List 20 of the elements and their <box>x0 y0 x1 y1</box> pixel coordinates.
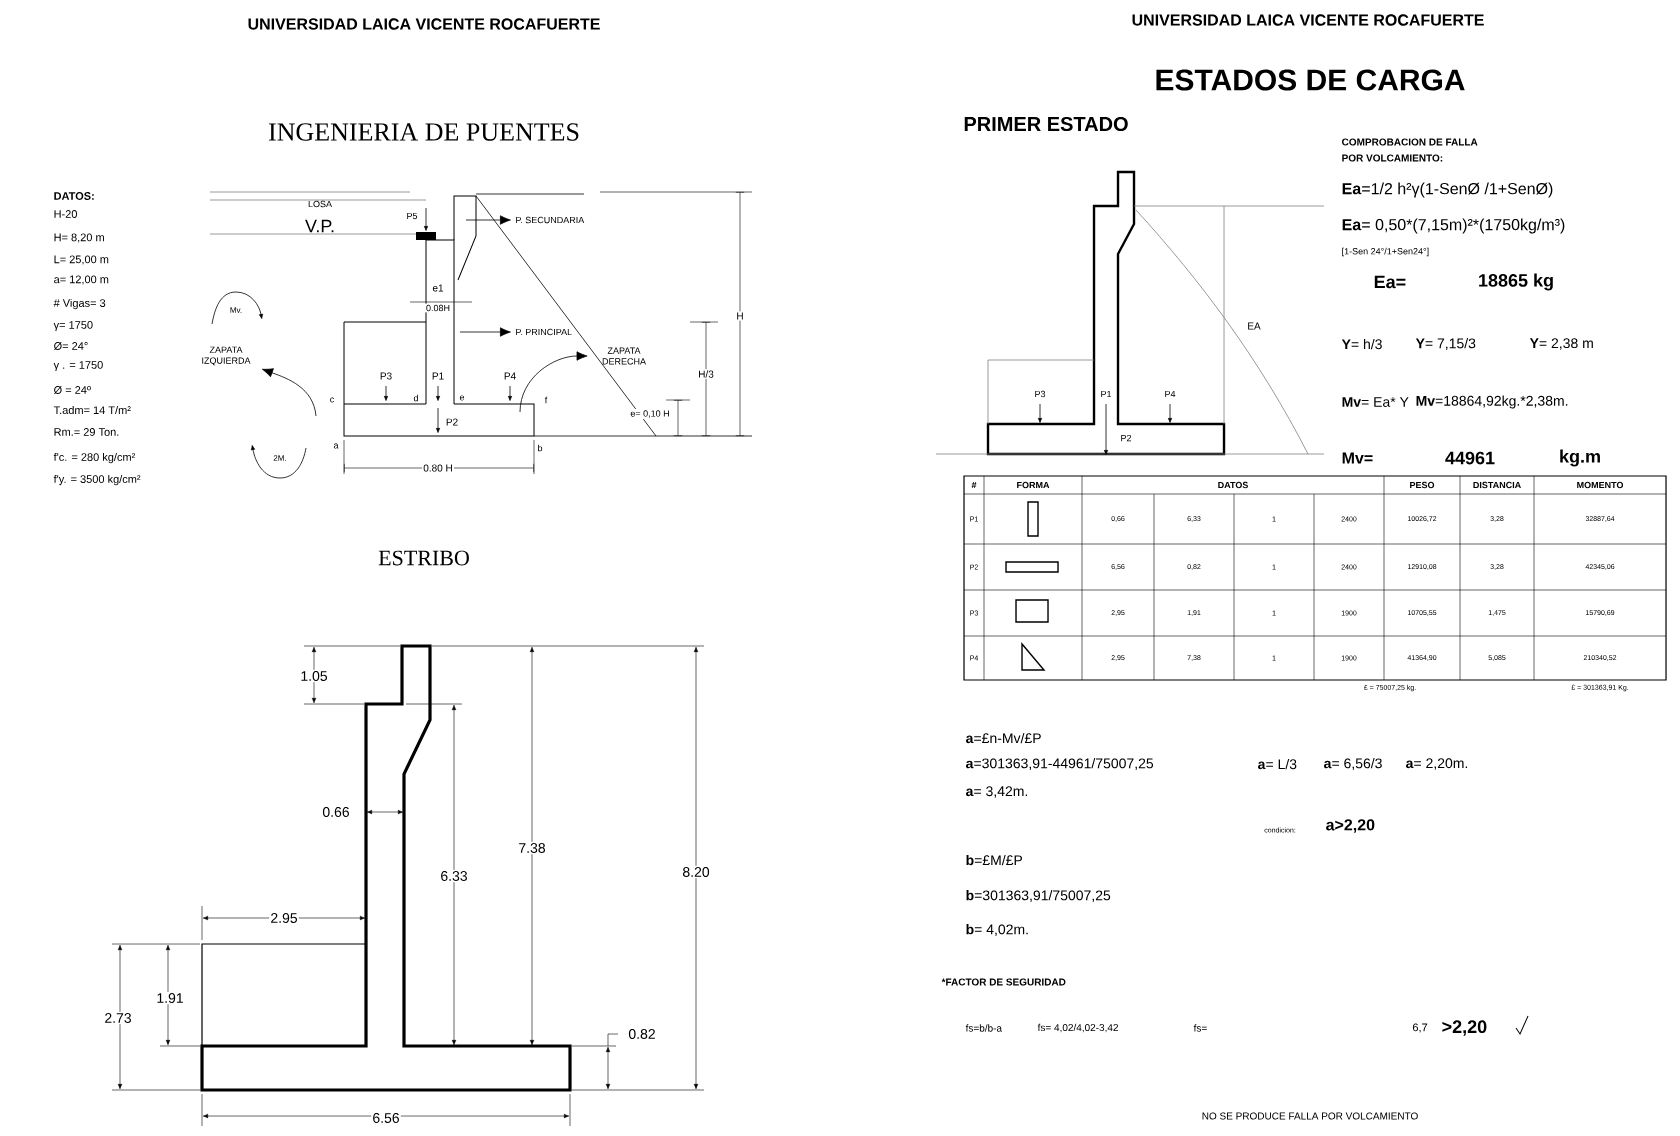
section-title: ESTRIBO <box>378 550 469 566</box>
formula: Mv= <box>1342 452 1373 464</box>
page-title: ESTADOS DE CARGA <box>1156 69 1465 91</box>
leader-arrow <box>465 215 511 225</box>
university-heading: UNIVERSIDAD LAICA VICENTE ROCAFUERTE <box>1132 14 1484 26</box>
result-value: 18865 kg <box>1479 273 1553 291</box>
leader-arrow <box>262 368 317 417</box>
drawing-label: V.P. <box>305 219 334 233</box>
formula: Ea=1/2 h²γ(1-SenØ /1+SenØ) <box>1342 182 1553 198</box>
formula: Ea= 0,50*(7,15m)²*(1750kg/m³) <box>1342 218 1565 234</box>
leader-arrow <box>459 327 511 337</box>
result-value: 44961 <box>1445 451 1495 465</box>
leader-arrow <box>519 351 588 413</box>
university-heading: UNIVERSIDAD LAICA VICENTE ROCAFUERTE <box>248 18 600 30</box>
result-value: >2,20 <box>1442 1020 1487 1036</box>
formula: a>2,20 <box>1326 819 1375 833</box>
formula: Ea= <box>1374 275 1406 289</box>
unit-label: kg.m <box>1560 449 1600 467</box>
page-title: INGENIERIA DE PUENTES <box>268 123 579 141</box>
section-title: PRIMER ESTADO <box>964 116 1128 132</box>
